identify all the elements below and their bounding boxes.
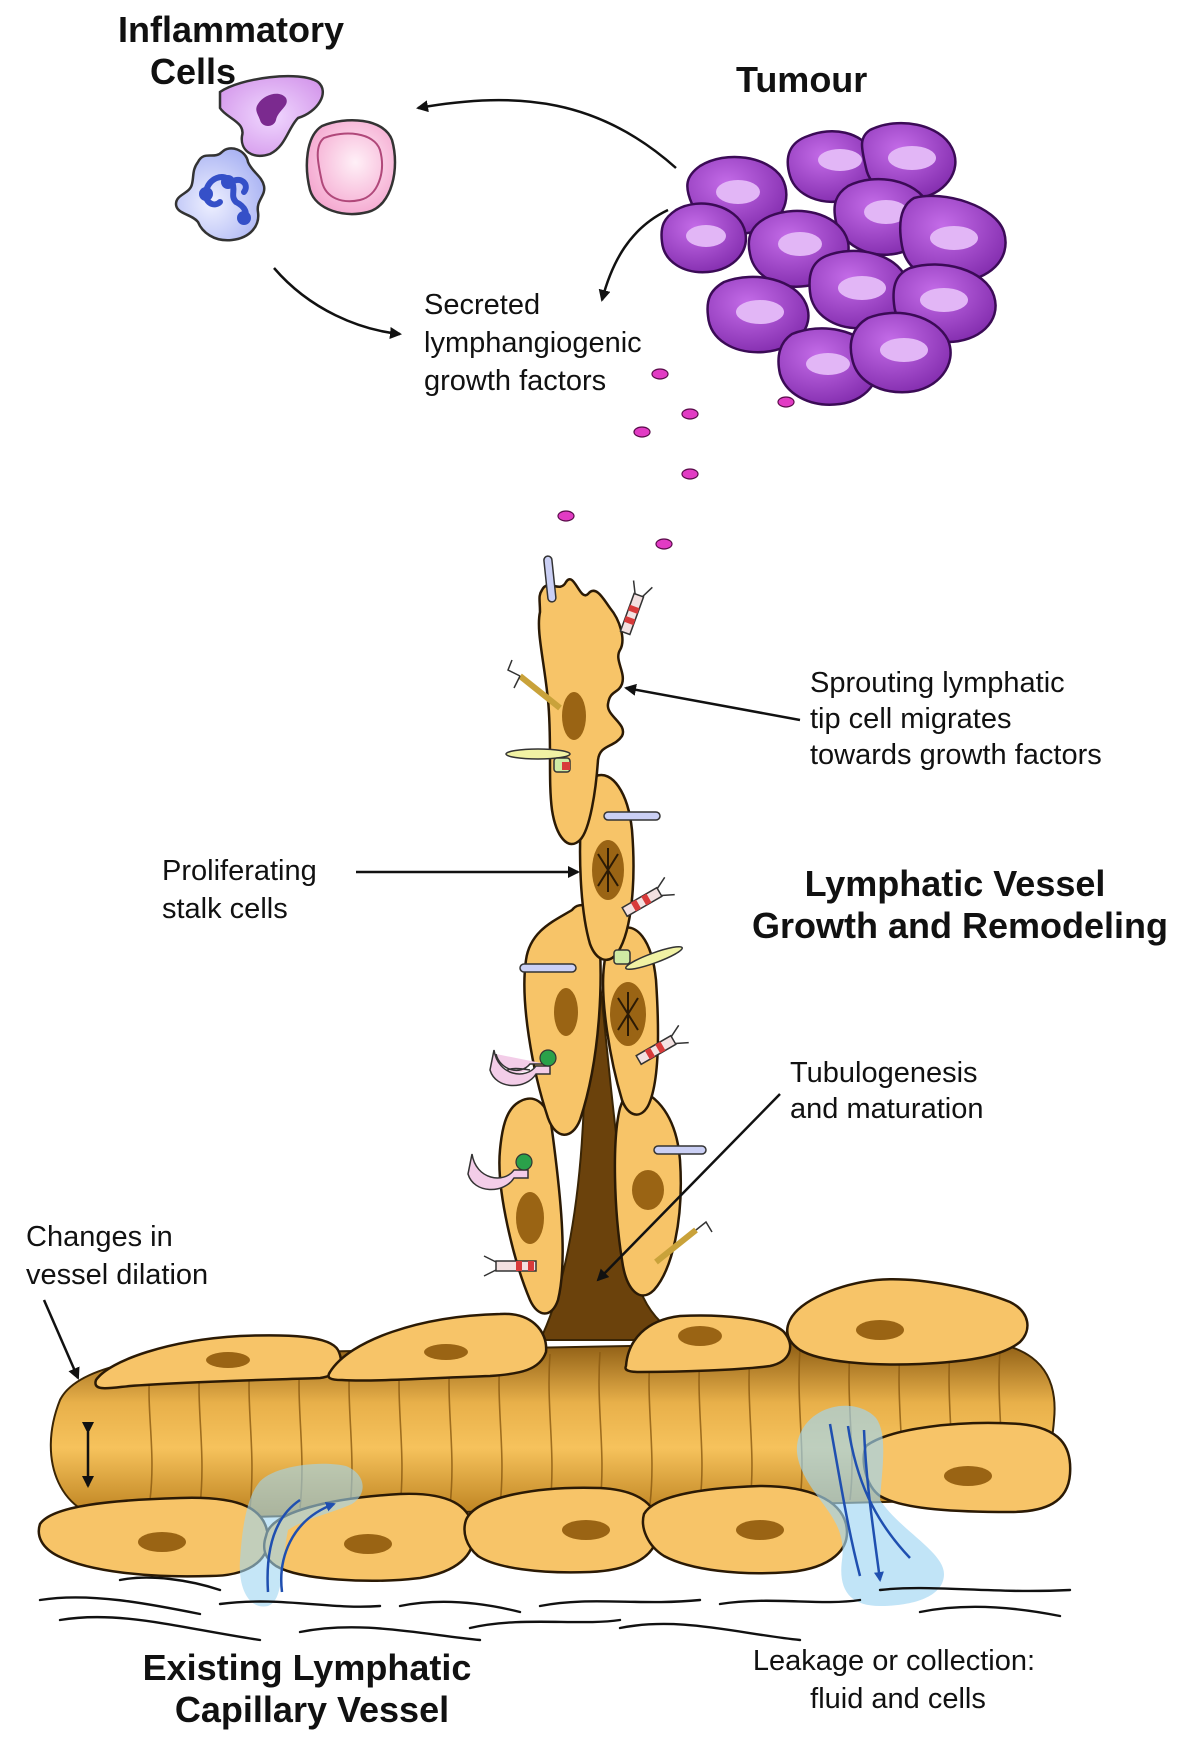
y-receptor [489, 1049, 557, 1087]
growth-factor-dot [655, 538, 673, 550]
stalk-cell [601, 926, 660, 1116]
tip-cell-arrow [624, 683, 801, 722]
receptor-bar [603, 811, 661, 821]
receptor-bar [653, 1145, 707, 1155]
tumour-mass [660, 121, 1007, 406]
growth-factor-dot [681, 468, 699, 480]
receptor-bar [543, 555, 557, 603]
tumour-cell [660, 202, 747, 274]
endothelial-cell [327, 1312, 548, 1382]
tip-cell-label: Sprouting lymphatic tip cell migrates to… [810, 667, 1102, 771]
existing-vessel-label: Existing Lymphatic Capillary Vessel [143, 1647, 482, 1730]
fluid-leakage-right [796, 1405, 944, 1606]
stalk-cells-label: Proliferating stalk cells [162, 855, 325, 925]
macrophage-cell [174, 147, 266, 242]
disc-receptor [613, 945, 683, 971]
vessel-top-cells [94, 1278, 1029, 1390]
neutrophil-cell [218, 74, 324, 157]
dilation-label: Changes in vessel dilation [26, 1221, 208, 1291]
endothelial-cell [862, 1421, 1072, 1514]
growth-factor-dot [633, 426, 651, 438]
y-receptor [467, 1153, 533, 1191]
growth-factor-dots [557, 368, 795, 550]
lymphocyte-cell [305, 119, 397, 216]
tubulogenesis-arrow [596, 1093, 781, 1282]
receptor-bar [519, 963, 577, 973]
growth-factor-dot [651, 368, 669, 380]
striped-receptor [483, 1255, 537, 1277]
growth-factor-dot [681, 408, 699, 420]
endothelial-cell [463, 1486, 660, 1574]
fluid-leakage-left [239, 1463, 363, 1607]
striped-receptor [621, 876, 675, 918]
dilation-arrow [42, 1299, 80, 1380]
stick-receptor [507, 659, 562, 711]
tumour-to-inflammatory-arrow [416, 98, 677, 169]
tumour-to-factors-arrow [598, 208, 669, 302]
inflammatory-cells-label: Inflammatory Cells [118, 9, 354, 92]
tumour-label: Tumour [736, 59, 867, 100]
tumour-cell [808, 249, 910, 330]
inflammatory-to-factors-arrow [273, 267, 402, 339]
sprouting-vessel [498, 578, 682, 1315]
receptors [467, 555, 713, 1277]
growth-factor-dot [777, 396, 795, 408]
endothelial-cell [37, 1496, 270, 1578]
inflammatory-cells [174, 74, 397, 242]
endothelial-cell [641, 1484, 849, 1575]
secreted-factors-label: Secreted lymphangiogenic growth factors [424, 289, 650, 397]
vessel-growth-title: Lymphatic Vessel Growth and Remodeling [752, 863, 1168, 946]
endothelial-cell [786, 1278, 1029, 1366]
stalk-cell [578, 773, 635, 962]
stalk-cell [613, 1088, 682, 1297]
striped-receptor [619, 580, 653, 636]
tumour-cell [849, 311, 952, 394]
endothelial-cell [624, 1314, 792, 1374]
growth-factor-dot [557, 510, 575, 522]
tumour-cell [706, 275, 810, 354]
stalk-cell [498, 1097, 564, 1315]
leakage-label: Leakage or collection: fluid and cells [753, 1645, 1043, 1715]
disc-receptor [505, 748, 571, 773]
stalk-cell [523, 904, 602, 1136]
striped-receptor [635, 1024, 689, 1066]
stick-receptor [654, 1220, 713, 1265]
tissue-fibers [38, 1576, 1072, 1642]
tubulogenesis-label: Tubulogenesis and maturation [790, 1057, 986, 1125]
